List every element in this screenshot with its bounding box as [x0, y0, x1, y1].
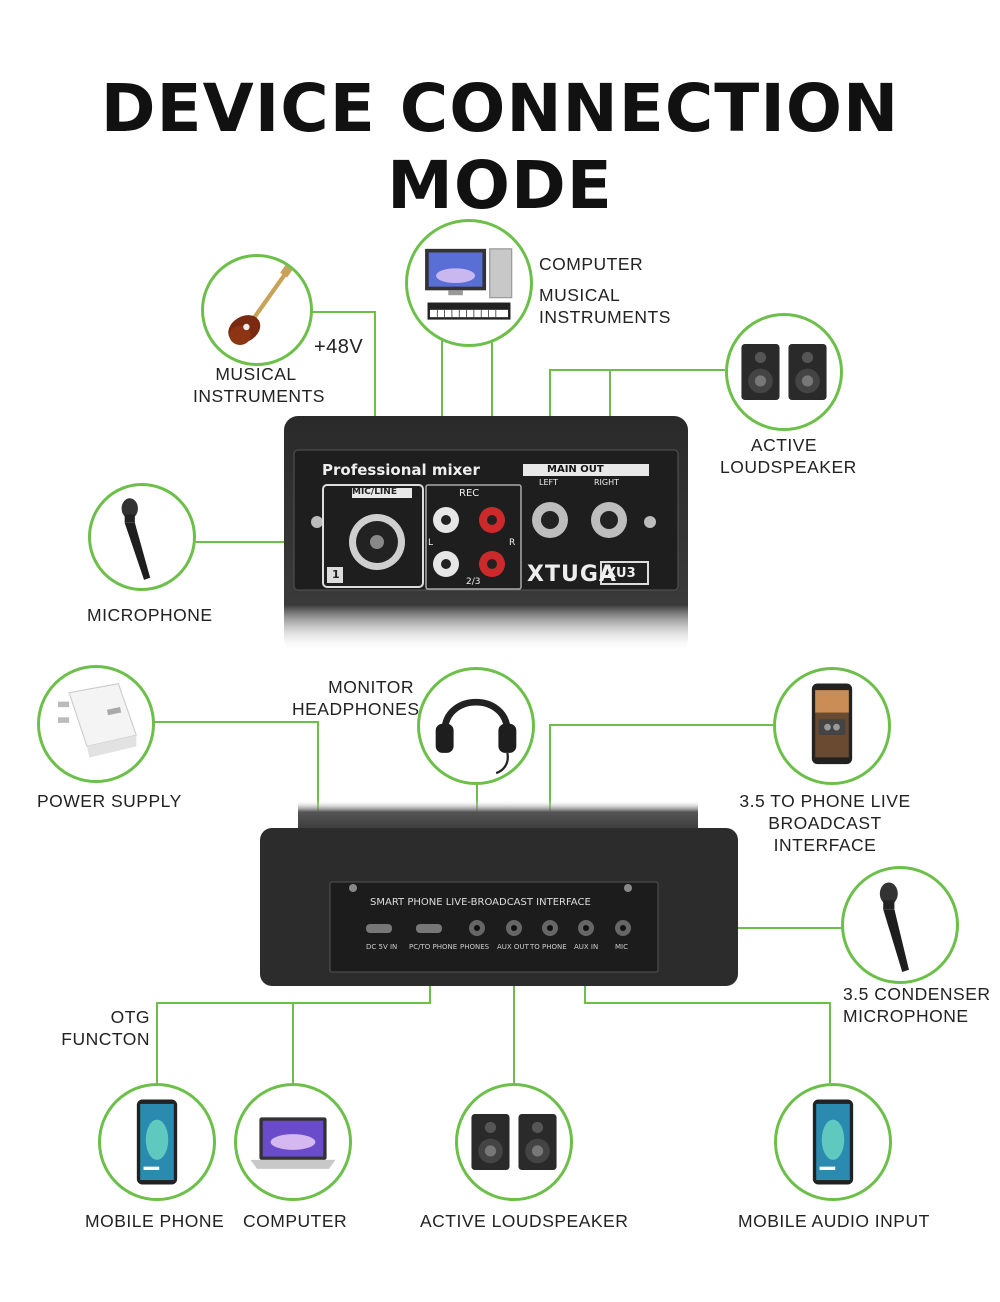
- laptop-bubble: [234, 1083, 352, 1201]
- power-adapter-icon: [57, 683, 138, 758]
- computer-bubble: [405, 219, 533, 347]
- port-label: TO PHONE: [530, 943, 567, 951]
- port-label: DC 5V IN: [366, 943, 398, 951]
- rec-label: REC: [459, 488, 480, 499]
- condenser-mic-icon: [879, 882, 909, 973]
- condenser-mic-bubble: [841, 866, 959, 984]
- mobile-audio-bubble: [774, 1083, 892, 1201]
- port-dc5v: [366, 924, 392, 933]
- mic-line-label: MIC/LINE: [352, 487, 397, 497]
- interface-title: SMART PHONE LIVE-BROADCAST INTERFACE: [370, 897, 591, 908]
- brand-text: Professional mixer: [322, 461, 480, 479]
- keyboard-icon: [427, 302, 511, 320]
- port-label: PHONES: [460, 943, 490, 951]
- otg-function-label: OTG FUNCTON: [61, 1007, 150, 1049]
- l-label: L: [428, 538, 434, 548]
- laptop-icon: [250, 1117, 336, 1169]
- page-title: DEVICE CONNECTION MODE: [100, 70, 900, 224]
- musical-instruments-label-right: MUSICAL INSTRUMENTS: [539, 285, 671, 327]
- headphones-bubble: [417, 667, 535, 785]
- port-label: AUX OUT: [497, 943, 529, 951]
- speaker-bubble-bottom: [455, 1083, 573, 1201]
- microphone-icon: [121, 498, 151, 580]
- right-label: RIGHT: [594, 478, 620, 487]
- phone-live-icon: [811, 683, 853, 765]
- screw-right: [644, 516, 656, 528]
- mobile-phone-label: MOBILE PHONE: [85, 1211, 225, 1231]
- port-label: MIC: [615, 943, 628, 951]
- port-label: PC/TO PHONE: [409, 943, 458, 951]
- guitar-icon: [228, 264, 294, 345]
- main-out-label: MAIN OUT: [547, 464, 604, 475]
- port-pc-to-phone: [416, 924, 442, 933]
- model-label: XU3: [606, 566, 636, 581]
- mixer-front-panel: [284, 416, 688, 652]
- power-supply-bubble: [37, 665, 155, 783]
- condenser-mic-label: 3.5 CONDENSER MICROPHONE: [843, 984, 991, 1026]
- power-supply-label: POWER SUPPLY: [37, 791, 182, 811]
- channel-number: 1: [332, 568, 340, 581]
- mobile-phone-icon: [136, 1099, 178, 1185]
- speakers-icon: [471, 1114, 557, 1170]
- active-loudspeaker-label-top: ACTIVE LOUDSPEAKER: [720, 435, 857, 477]
- active-loudspeaker-label-bottom: ACTIVE LOUDSPEAKER: [420, 1211, 629, 1231]
- speaker-bubble-top: [725, 313, 843, 431]
- microphone-bubble: [88, 483, 196, 591]
- computer-label-bottom: COMPUTER: [243, 1211, 348, 1231]
- speakers-icon: [741, 344, 827, 400]
- port-label: AUX IN: [574, 943, 599, 951]
- mobile-audio-input-label: MOBILE AUDIO INPUT: [738, 1211, 930, 1231]
- ch23-label: 2/3: [466, 577, 481, 587]
- microphone-label: MICROPHONE: [87, 605, 213, 625]
- xtuga-logo: XTUGA: [527, 562, 617, 587]
- mobile-phone-bubble: [98, 1083, 216, 1201]
- guitar-bubble: [201, 254, 313, 366]
- headphones-icon: [435, 698, 517, 775]
- left-label: LEFT: [539, 478, 558, 487]
- plus48v-label: +48V: [314, 336, 364, 358]
- musical-instruments-label-left: MUSICAL INSTRUMENTS: [193, 364, 325, 406]
- screw-left: [311, 516, 323, 528]
- computer-label-top: COMPUTER: [539, 254, 644, 274]
- phone-live-label: 3.5 TO PHONE LIVE BROADCAST INTERFACE: [739, 791, 911, 855]
- mobile-audio-icon: [812, 1099, 854, 1185]
- computer-icon: [425, 248, 513, 299]
- monitor-headphones-label: MONITOR HEADPHONES: [292, 677, 420, 719]
- phone-live-bubble: [773, 667, 891, 785]
- r-label: R: [509, 538, 516, 548]
- mixer-back-panel: [260, 800, 738, 986]
